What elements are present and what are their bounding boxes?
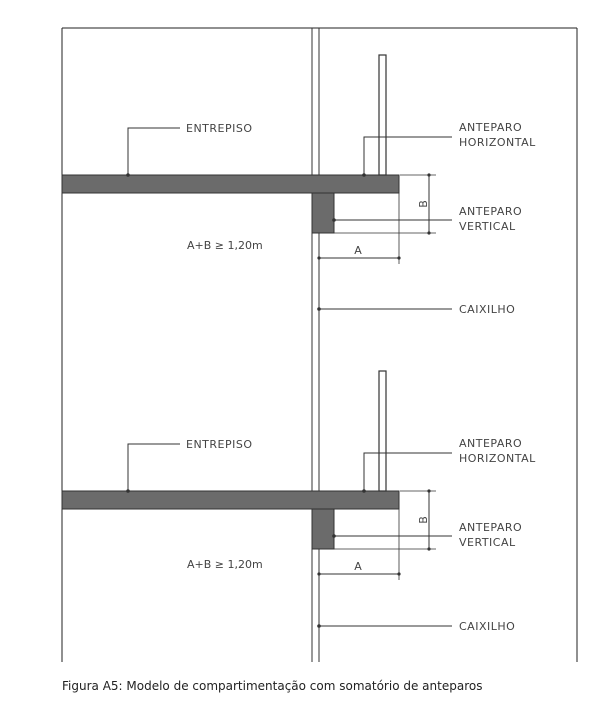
leader-dot <box>317 307 321 311</box>
dim-tick <box>427 489 431 493</box>
dim-b-label-1: B <box>417 200 430 208</box>
label-anteparo-vertical-1a: ANTEPARO <box>459 205 522 218</box>
slab-1 <box>61 174 400 194</box>
label-anteparo-vertical-1b: VERTICAL <box>459 220 516 233</box>
leader-anteparo-horizontal-1 <box>363 136 452 175</box>
beam-1 <box>311 192 335 234</box>
leader-dot <box>332 218 336 222</box>
leader-dot <box>126 489 130 493</box>
label-anteparo-vertical-2a: ANTEPARO <box>459 521 522 534</box>
leader-entrepiso-1 <box>127 127 180 175</box>
dim-tick <box>317 572 321 576</box>
dim-tick <box>397 572 401 576</box>
guard-post-2 <box>378 370 387 492</box>
dim-tick <box>427 547 431 551</box>
formula-2: A+B ≥ 1,20m <box>187 558 263 571</box>
slab-2 <box>61 490 400 510</box>
dim-tick <box>427 231 431 235</box>
guard-post-1 <box>378 54 387 176</box>
beam-2 <box>311 508 335 550</box>
dim-b-label-2: B <box>417 516 430 524</box>
label-caixilho-1: CAIXILHO <box>459 303 515 316</box>
formula-1: A+B ≥ 1,20m <box>187 239 263 252</box>
label-anteparo-horizontal-1b: HORIZONTAL <box>459 136 536 149</box>
label-anteparo-vertical-2b: VERTICAL <box>459 536 516 549</box>
leader-anteparo-horizontal-2 <box>363 452 452 491</box>
leader-dot <box>362 489 366 493</box>
level-2: ENTREPISO ANTEPARO HORIZONTAL ANTEPARO V… <box>61 370 536 633</box>
dim-tick <box>427 173 431 177</box>
dim-tick <box>397 256 401 260</box>
leader-entrepiso-2 <box>127 443 180 491</box>
dim-a-label-2: A <box>354 560 362 573</box>
leader-dot <box>317 624 321 628</box>
label-anteparo-horizontal-1a: ANTEPARO <box>459 121 522 134</box>
leader-dot <box>126 173 130 177</box>
dim-a-label-1: A <box>354 244 362 257</box>
label-anteparo-horizontal-2b: HORIZONTAL <box>459 452 536 465</box>
dim-tick <box>317 256 321 260</box>
label-entrepiso-2: ENTREPISO <box>186 438 253 451</box>
level-1: ENTREPISO ANTEPARO HORIZONTAL ANTEPARO V… <box>61 54 536 316</box>
leader-dot <box>332 534 336 538</box>
label-caixilho-2: CAIXILHO <box>459 620 515 633</box>
leader-dot <box>362 173 366 177</box>
label-entrepiso-1: ENTREPISO <box>186 122 253 135</box>
figure-caption: Figura A5: Modelo de compartimentação co… <box>62 679 483 693</box>
label-anteparo-horizontal-2a: ANTEPARO <box>459 437 522 450</box>
